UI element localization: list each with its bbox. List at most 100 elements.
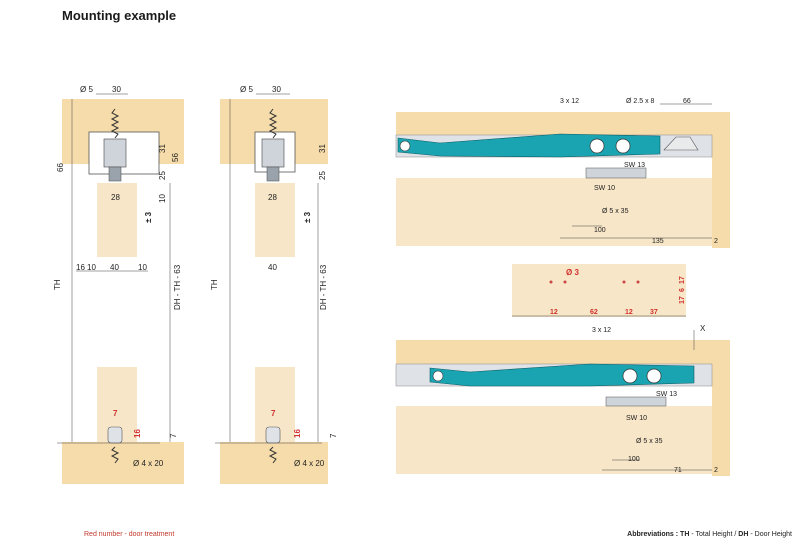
dim-12a: 12: [550, 309, 558, 316]
abbr-th: TH: [680, 531, 690, 538]
dim-56: 56: [171, 153, 180, 162]
wall-post: [712, 340, 730, 476]
hole-c: [622, 280, 626, 284]
hole-d: [636, 280, 640, 284]
dim-12b: 12: [625, 309, 633, 316]
hole-b: [563, 280, 567, 284]
view-5-side-view: 3 x 12 X SW 13 SW 10 Ø 5 x 35 100 71 2: [395, 324, 730, 476]
dim-th: TH: [210, 279, 219, 290]
dim-62: 62: [590, 309, 598, 316]
dim-3x12: 3 x 12: [560, 98, 579, 105]
guide-screw: [110, 446, 120, 464]
dim-red-16: 16: [293, 429, 302, 438]
dim-28: 28: [111, 193, 120, 202]
floor-beam: [220, 442, 328, 484]
hole-a: [549, 280, 553, 284]
floor-beam: [62, 442, 184, 484]
dim-25: 25: [318, 171, 327, 180]
dim-40: 40: [268, 263, 277, 272]
door-panel: [396, 406, 712, 474]
ceiling-beam: [396, 112, 730, 138]
mounting-screw: [110, 108, 120, 139]
screw-label: Ø 4 x 20: [294, 459, 325, 468]
wheel-b: [622, 368, 638, 384]
dim-screw: Ø 5 x 35: [636, 438, 663, 445]
dim-37: 37: [650, 309, 658, 316]
dim-th: TH: [53, 279, 62, 290]
dim-screw: Ø 5 x 35: [602, 208, 629, 215]
dim-25: 25: [158, 171, 167, 180]
abbr-prefix: Abbreviations :: [627, 531, 681, 538]
dim-16: 16: [76, 263, 85, 272]
dim-red-7: 7: [271, 409, 276, 418]
dim-10a: 10: [87, 263, 96, 272]
wheel-a: [399, 140, 411, 152]
dim-10: 10: [158, 194, 167, 203]
abbr-th-text: - Total Height /: [689, 531, 739, 538]
view-1-front-section: Ø 5 30 66 31 56 25 28 10 ± 3 TH DH - TH …: [53, 85, 184, 484]
dim-100: 100: [594, 227, 606, 234]
dim-30: 30: [272, 85, 281, 94]
dim-31: 31: [158, 144, 167, 153]
hanger-plate: [605, 396, 667, 407]
tolerance: ± 3: [303, 211, 312, 223]
floor-guide: [107, 426, 123, 444]
dim-red-7: 7: [113, 409, 118, 418]
hanger-plate: [585, 167, 647, 179]
dim-sw13: SW 13: [656, 391, 677, 398]
dim-17: 17: [679, 296, 686, 304]
door-panel-top: [255, 183, 295, 257]
dim-7: 7: [169, 433, 178, 438]
dim-31: 31: [318, 144, 327, 153]
ceiling-beam: [396, 340, 730, 366]
dim-red-phi3: Ø 3: [566, 268, 579, 277]
screw-label: Ø 4 x 20: [133, 459, 164, 468]
hanger-bolt: [108, 166, 122, 182]
wall-post: [712, 112, 730, 248]
dim-sw10: SW 10: [626, 415, 647, 422]
wheel-b: [589, 138, 605, 154]
dim-2: 2: [714, 238, 718, 245]
wheel-c: [615, 138, 631, 154]
footer-note: Red number - door treatment: [84, 531, 175, 538]
dim-66: 66: [56, 163, 65, 172]
dim-66: 66: [683, 98, 691, 105]
dim-7: 7: [329, 433, 338, 438]
view-2-front-section: Ø 5 30 31 25 28 ± 3 TH DH - TH - 63 40 7…: [210, 85, 338, 484]
dim-3x12: 3 x 12: [592, 327, 611, 334]
end-stop: [663, 136, 699, 151]
dim-sw10: SW 10: [594, 185, 615, 192]
abbr-dh: DH: [738, 531, 749, 538]
dim-sw13: SW 13: [624, 162, 645, 169]
dim-red-17: 17: [679, 276, 686, 284]
hanger-bolt: [266, 166, 280, 182]
abbr-dh-text: - Door Height: [748, 531, 792, 538]
dim-2: 2: [714, 467, 718, 474]
dim-135: 135: [652, 238, 664, 245]
floor-guide: [265, 426, 281, 444]
dim-dh: DH - TH - 63: [173, 264, 182, 310]
door-panel-top: [97, 183, 137, 257]
dim-dh: DH - TH - 63: [319, 264, 328, 310]
door-strip: [512, 264, 686, 317]
page-title: Mounting example: [62, 8, 177, 23]
carriage-body: [103, 138, 127, 168]
dim-100: 100: [628, 456, 640, 463]
dim-phi5: Ø 5: [80, 85, 93, 94]
wheel-c: [646, 368, 662, 384]
carriage-body: [261, 138, 285, 168]
footer-abbreviations: Abbreviations : TH - Total Height / DH -…: [627, 531, 792, 538]
door-panel: [396, 178, 712, 246]
dim-6: 6: [679, 288, 686, 292]
dim-10b: 10: [138, 263, 147, 272]
dim-phi-2.5x8: Ø 2.5 x 8: [626, 98, 655, 105]
view-3-side-view: 3 x 12 Ø 2.5 x 8 66 SW 13 SW 10 Ø 5 x 35…: [395, 98, 730, 248]
view-4-drilling-plan: Ø 3 12 62 12 37 17 6 17: [512, 264, 686, 317]
dim-30: 30: [112, 85, 121, 94]
dim-71: 71: [674, 467, 682, 474]
tolerance: ± 3: [144, 211, 153, 223]
dim-red-16: 16: [133, 429, 142, 438]
dim-28: 28: [268, 193, 277, 202]
dim-x: X: [700, 324, 706, 333]
